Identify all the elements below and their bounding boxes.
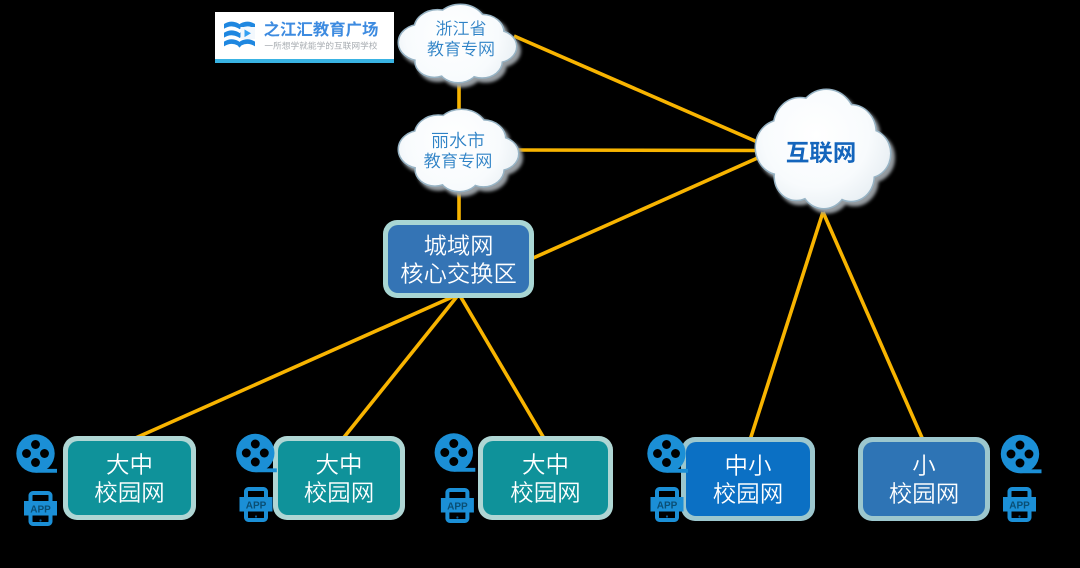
svg-text:APP: APP	[246, 500, 267, 511]
svg-text:APP: APP	[1009, 500, 1030, 511]
svg-text:APP: APP	[30, 504, 51, 515]
svg-text:APP: APP	[657, 500, 678, 511]
svg-text:APP: APP	[447, 501, 468, 512]
